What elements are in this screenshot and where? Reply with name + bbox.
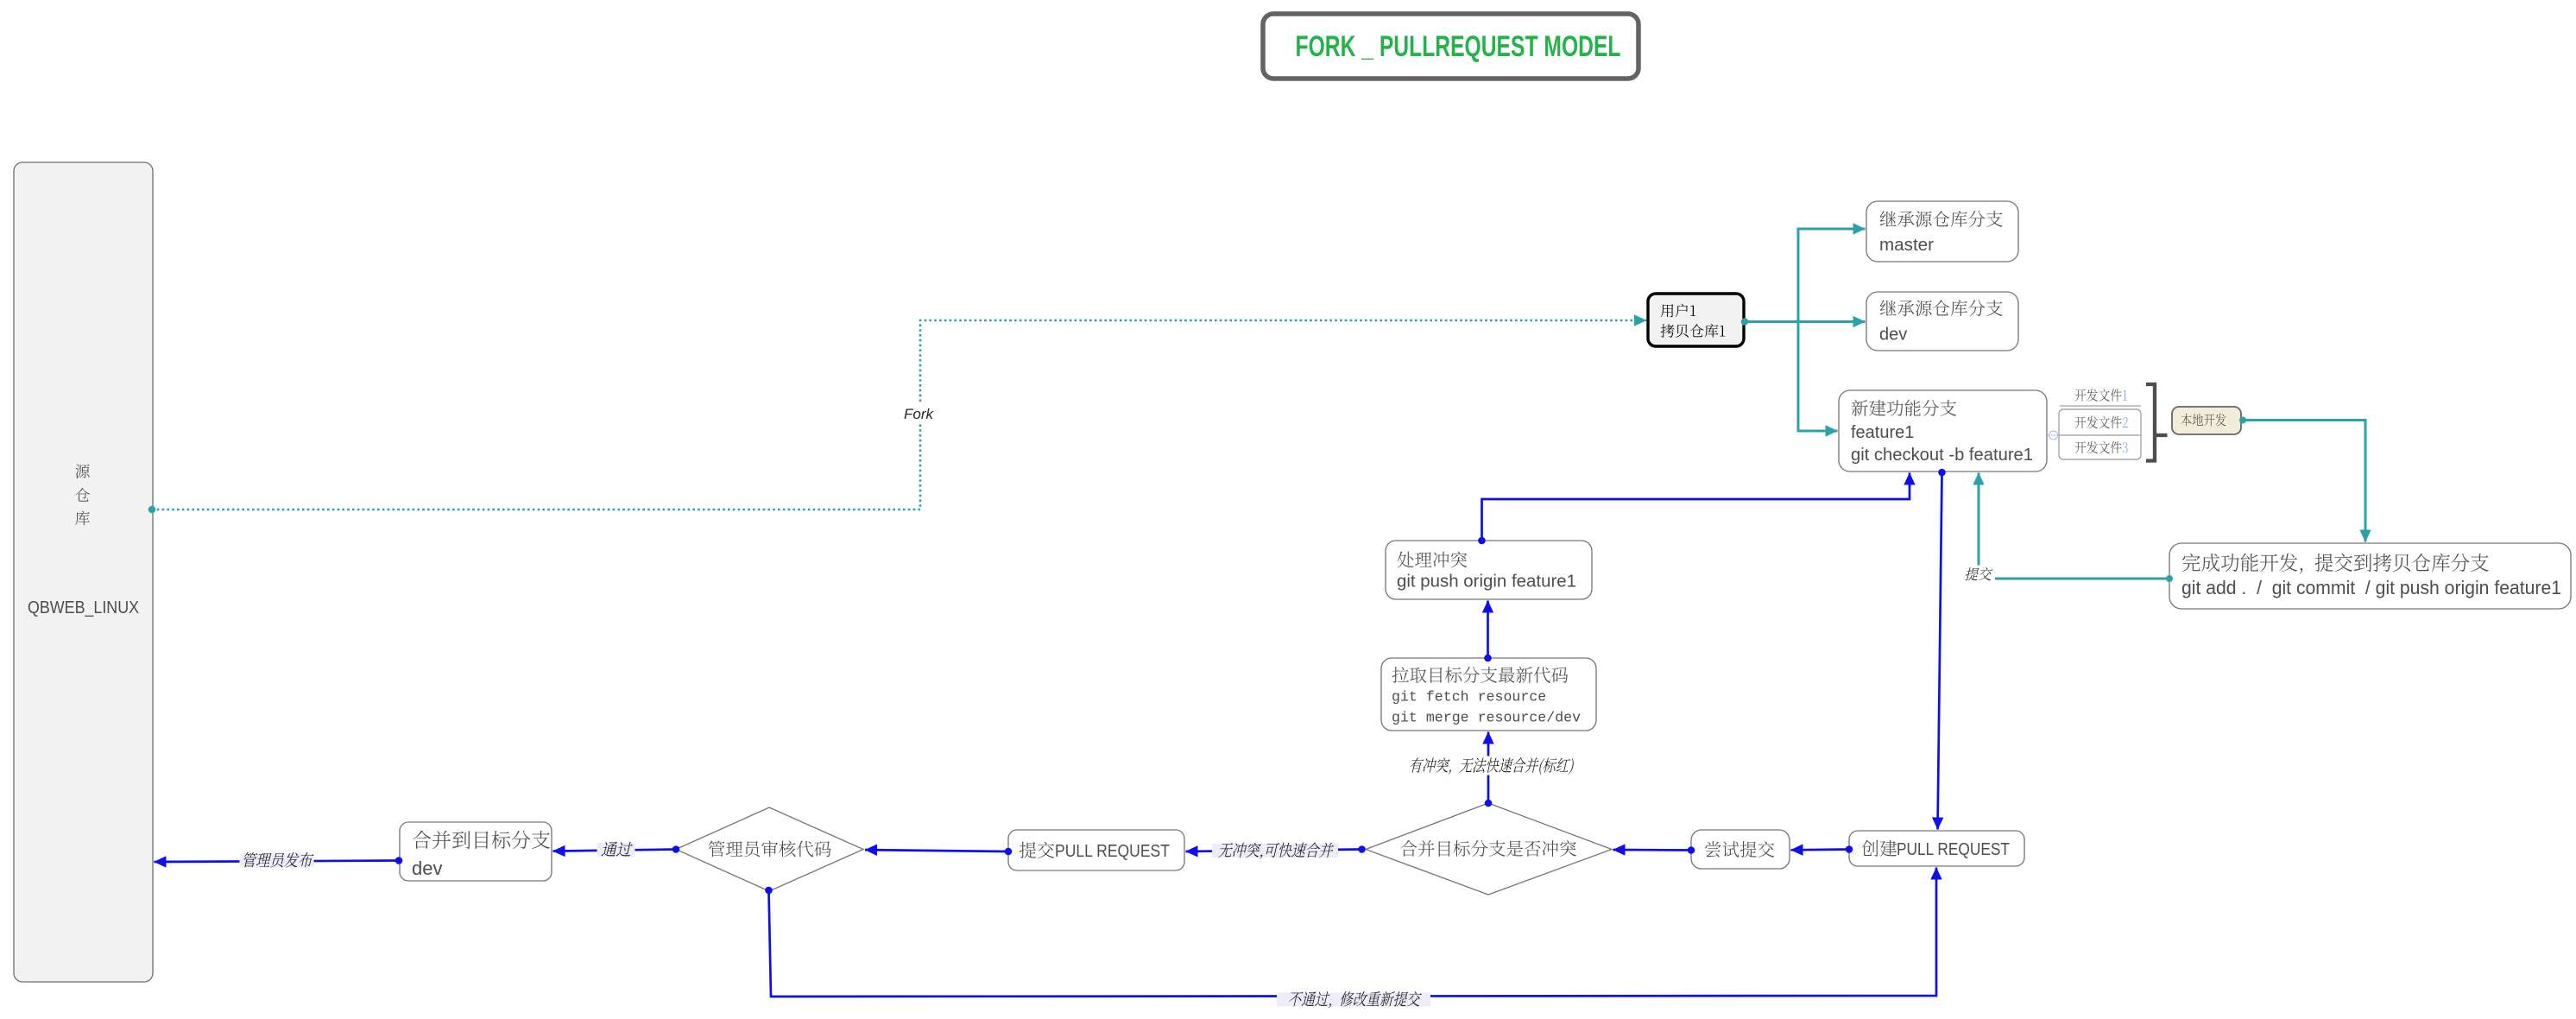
svg-text:PULL REQUEST: PULL REQUEST [1897, 840, 2010, 859]
svg-text:git merge resource/dev: git merge resource/dev [1392, 710, 1581, 726]
svg-text:git add . / git commit / gi: git add . / git commit / git push origin… [2181, 577, 2561, 598]
svg-text:dev: dev [412, 858, 442, 879]
svg-text:git fetch resource: git fetch resource [1392, 689, 1546, 706]
svg-text:git push origin feature1: git push origin feature1 [1397, 573, 1576, 592]
svg-text:PULL REQUEST: PULL REQUEST [1055, 842, 1170, 861]
svg-text:QBWEB_LINUX: QBWEB_LINUX [28, 598, 139, 617]
svg-text:master: master [1879, 236, 1934, 255]
svg-text:Fork: Fork [904, 406, 935, 422]
svg-text:git checkout -b feature1: git checkout -b feature1 [1851, 446, 2033, 465]
svg-text:dev: dev [1879, 326, 1907, 345]
svg-text:feature1: feature1 [1851, 423, 1914, 442]
svg-text:FORK _ PULLREQUEST MODEL: FORK _ PULLREQUEST MODEL [1296, 30, 1621, 63]
